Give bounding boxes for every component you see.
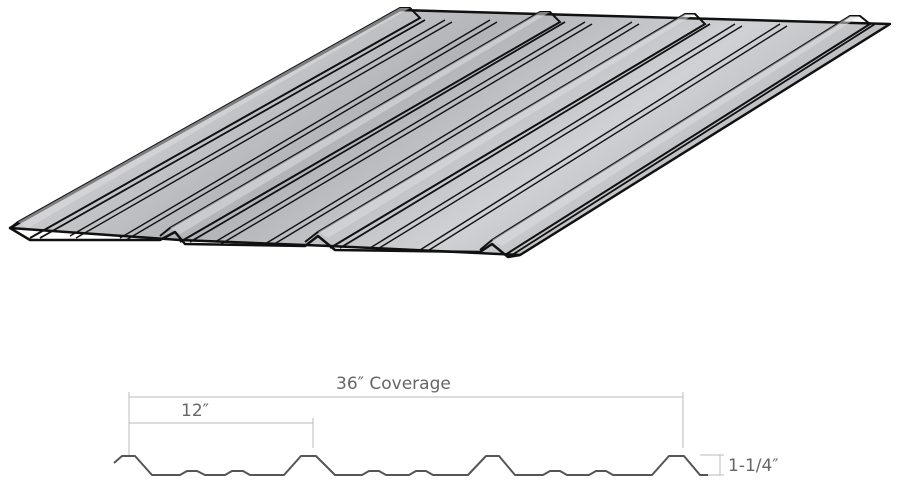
crease-lines <box>39 19 876 256</box>
minor-ribs <box>69 19 788 253</box>
rib-spacing-label: 12″ <box>181 401 209 421</box>
rib-highlights <box>18 8 860 246</box>
rib-height-label: 1-1/4″ <box>728 456 779 476</box>
cross-section-profile <box>113 455 708 476</box>
coverage-label: 36″ Coverage <box>336 374 451 394</box>
dimension-annotations <box>128 392 724 476</box>
isometric-sheet <box>8 7 892 259</box>
sheet-near-edge <box>9 226 521 259</box>
